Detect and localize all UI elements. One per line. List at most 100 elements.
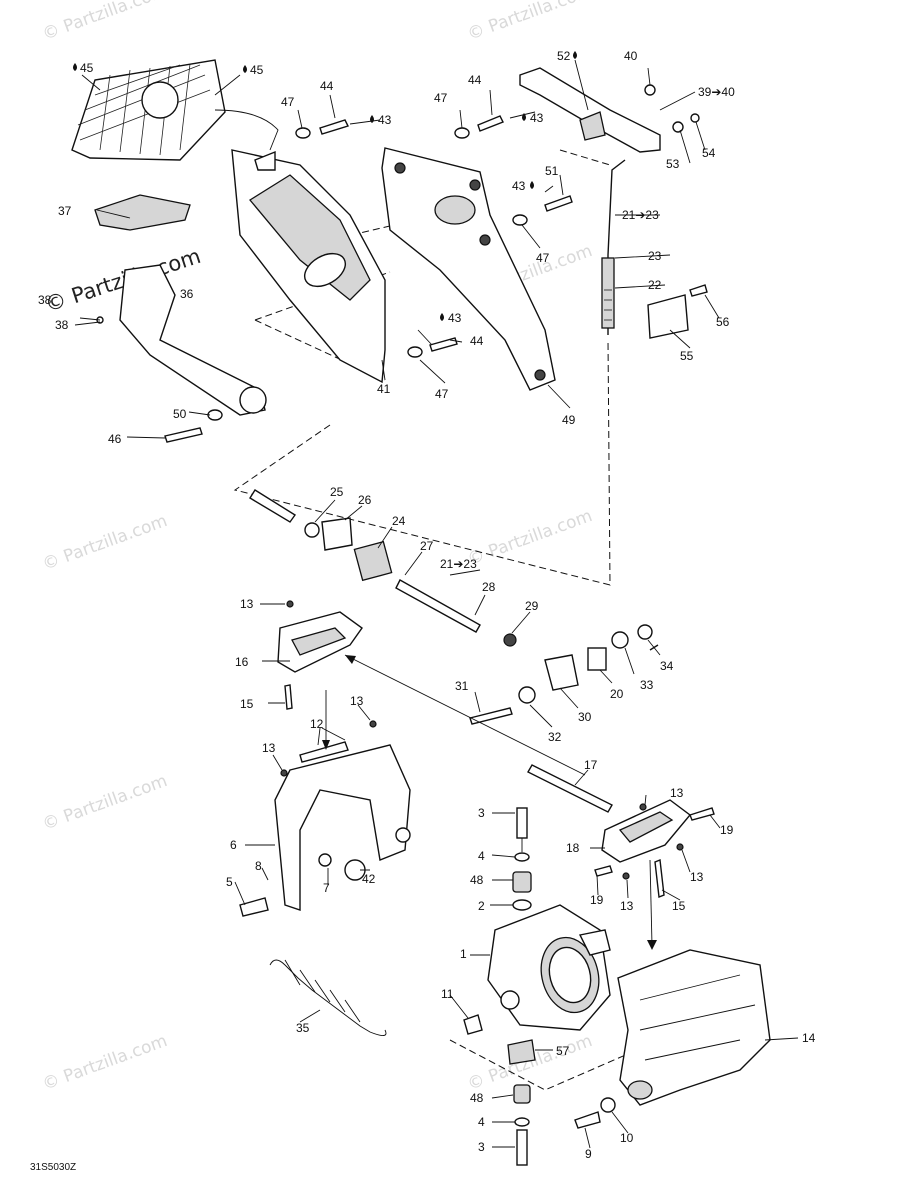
label-13: 13 [262, 741, 276, 755]
label-9: 9 [585, 1147, 592, 1161]
drop-icon [522, 113, 526, 121]
label-38: 38 [38, 293, 52, 307]
label-18: 18 [566, 841, 580, 855]
label-32: 32 [548, 730, 562, 744]
label-2: 2 [478, 899, 485, 913]
label-3: 3 [478, 806, 485, 820]
part-bracket [277, 611, 363, 673]
part-link [527, 764, 613, 813]
label-4: 4 [478, 849, 485, 863]
label-48: 48 [470, 873, 484, 887]
part-lever [519, 67, 700, 153]
label-43: 43 [512, 179, 526, 193]
label-5: 5 [226, 875, 233, 889]
part-cover-plate [647, 294, 689, 339]
label-55: 55 [680, 349, 694, 363]
label-15: 15 [240, 697, 254, 711]
label-13: 13 [690, 870, 704, 884]
label-43: 43 [378, 113, 392, 127]
label-47: 47 [536, 251, 550, 265]
watermark: © Partzilla.com [40, 1031, 170, 1095]
label-56: 56 [716, 315, 730, 329]
watermark: © Partzilla.com [40, 511, 170, 575]
label-13: 13 [240, 597, 254, 611]
part-actuator [601, 799, 715, 863]
label-12: 12 [310, 717, 324, 731]
part-housing-cover [231, 149, 386, 384]
label-36: 36 [180, 287, 194, 301]
label-13: 13 [670, 786, 684, 800]
label-38: 38 [55, 318, 69, 332]
label-31: 31 [455, 679, 469, 693]
label-53: 53 [666, 157, 680, 171]
label-42: 42 [362, 872, 376, 886]
watermark: © Partzilla.com [40, 0, 170, 45]
drop-icon [530, 181, 534, 189]
watermark: © Partzilla.com [465, 506, 595, 570]
label-39: 39➔40 [698, 85, 735, 99]
label-29: 29 [525, 599, 539, 613]
label-4: 4 [478, 1115, 485, 1129]
diagram-code: 31S5030Z [30, 1162, 76, 1173]
label-50: 50 [173, 407, 187, 421]
label-26: 26 [358, 493, 372, 507]
label-49: 49 [562, 413, 576, 427]
small-nuts [280, 600, 684, 898]
label-21-23: 21➔23 [440, 557, 477, 571]
watermark: © Partzilla.com [40, 771, 170, 835]
label-33: 33 [640, 678, 654, 692]
label-11: 11 [441, 987, 454, 1001]
label-43: 43 [530, 111, 544, 125]
label-13: 13 [350, 694, 364, 708]
label-3: 3 [478, 1140, 485, 1154]
label-47: 47 [435, 387, 449, 401]
label-1: 1 [460, 947, 467, 961]
part-pivot [469, 624, 653, 725]
label-47: 47 [281, 95, 295, 109]
label-41: 41 [377, 382, 391, 396]
label-45: 45 [80, 61, 94, 75]
label-20: 20 [610, 687, 624, 701]
label-28: 28 [482, 580, 496, 594]
label-40: 40 [624, 49, 638, 63]
label-16: 16 [235, 655, 249, 669]
label-24: 24 [392, 514, 406, 528]
label-54: 54 [702, 146, 716, 160]
part-deflector [617, 949, 771, 1106]
label-22: 22 [648, 278, 662, 292]
part-nozzle-housing [487, 904, 611, 1031]
label-34: 34 [660, 659, 674, 673]
label-44: 44 [470, 334, 484, 348]
part-pedal [94, 194, 267, 443]
label-10: 10 [620, 1131, 634, 1145]
label-44: 44 [468, 73, 482, 87]
label-57: 57 [556, 1044, 570, 1058]
label-47: 47 [434, 91, 448, 105]
label-35: 35 [296, 1021, 310, 1035]
part-spring [269, 959, 387, 1036]
drop-icon [370, 115, 374, 123]
label-17: 17 [584, 758, 598, 772]
label-27: 27 [420, 539, 434, 553]
label-25: 25 [330, 485, 344, 499]
part-labels: 45 45 47 44 43 47 44 43 52 40 39➔40 53 5… [38, 49, 816, 1161]
label-23: 23 [648, 249, 662, 263]
label-19: 19 [720, 823, 734, 837]
part-grille [71, 59, 279, 161]
part-stack-upper [512, 807, 532, 911]
fasteners-top [295, 115, 708, 358]
label-43: 43 [448, 311, 462, 325]
label-45: 45 [250, 63, 264, 77]
part-shaft-assembly [249, 489, 517, 647]
part-cable [601, 159, 626, 335]
label-52: 52 [557, 49, 571, 63]
label-15: 15 [672, 899, 686, 913]
label-13: 13 [620, 899, 634, 913]
label-19: 19 [590, 893, 604, 907]
watermark: © Partzilla.com [465, 0, 595, 45]
label-8: 8 [255, 859, 262, 873]
label-21-23: 21➔23 [622, 208, 659, 222]
lubricant-icons [73, 51, 577, 321]
leader-lines [74, 59, 799, 1149]
